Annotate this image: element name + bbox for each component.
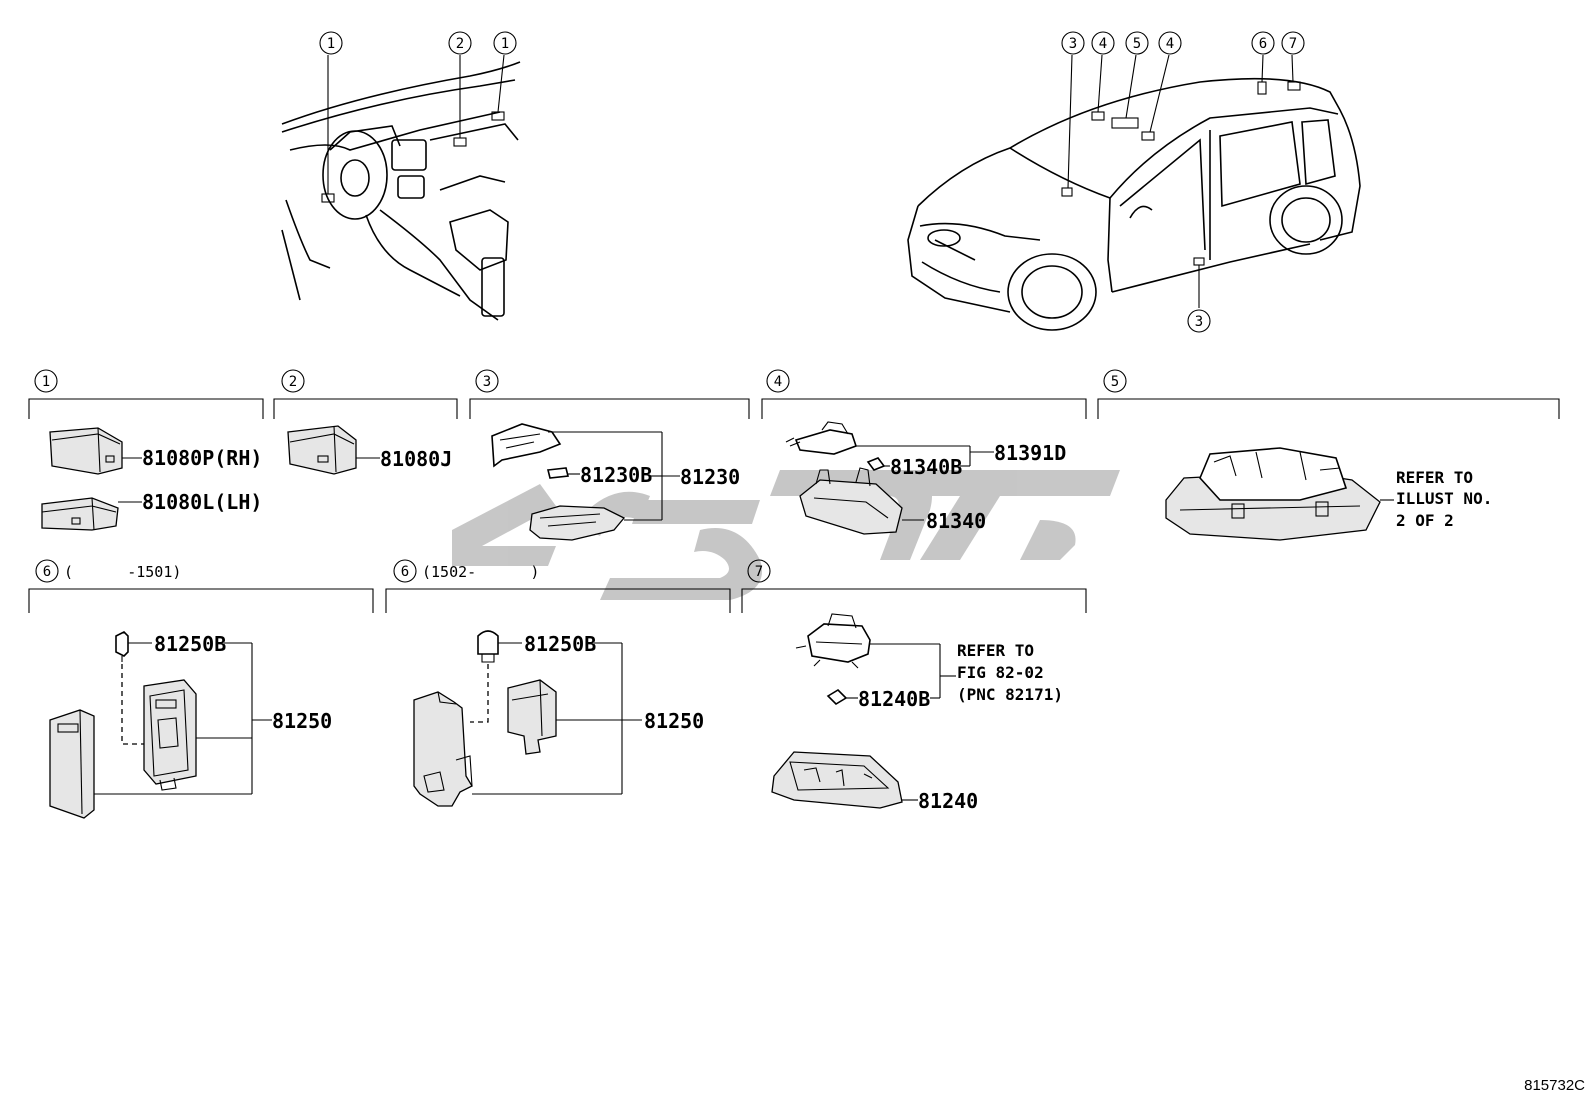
svg-text:3: 3 — [1195, 314, 1203, 330]
note-sec7-line1: REFER TO — [957, 641, 1034, 660]
section-header-5: 5 — [1103, 369, 1127, 393]
part-81391D: 81391D — [994, 441, 1066, 465]
section-header-2: 2 — [281, 369, 305, 393]
vehicle-overview-illustration — [907, 54, 1361, 331]
watermark-logo — [452, 470, 1120, 600]
part-81250B-a: 81250B — [154, 632, 226, 656]
svg-text:3: 3 — [483, 374, 491, 390]
svg-text:5: 5 — [1133, 36, 1141, 52]
section-header-6a: 6 ( -1501) — [35, 559, 181, 583]
note-sec7-line2: FIG 82-02 — [957, 663, 1044, 682]
svg-text:7: 7 — [1289, 36, 1297, 52]
section-5-parts: REFER TO ILLUST NO. 2 OF 2 — [1165, 447, 1492, 541]
svg-text:4: 4 — [1166, 36, 1174, 52]
note-sec5-line1: REFER TO — [1396, 468, 1473, 487]
section-6a-parts: 81250B 81250 — [49, 631, 332, 819]
svg-text:3: 3 — [1069, 36, 1077, 52]
section-3-parts: 81230B 81230 — [491, 423, 740, 541]
part-81250-b: 81250 — [644, 709, 704, 733]
part-81230B: 81230B — [580, 463, 652, 487]
svg-text:6: 6 — [43, 564, 51, 580]
part-81240B: 81240B — [858, 687, 930, 711]
svg-text:1: 1 — [327, 36, 335, 52]
note-sec7-line3: (PNC 82171) — [957, 685, 1063, 704]
svg-text:2: 2 — [289, 374, 297, 390]
svg-text:2: 2 — [456, 36, 464, 52]
svg-text:6: 6 — [401, 564, 409, 580]
section-header-6b: 6 (1502- ) — [393, 559, 539, 583]
part-81250B-b: 81250B — [524, 632, 596, 656]
svg-text:6: 6 — [1259, 36, 1267, 52]
vehicle-callouts: 3 4 5 4 6 7 3 — [1061, 31, 1305, 333]
section-brackets — [28, 398, 1560, 613]
svg-text:7: 7 — [755, 564, 763, 580]
dashboard-callouts: 1 2 1 — [319, 31, 517, 55]
section-1-parts: 81080P(RH) 81080L(LH) — [41, 427, 262, 531]
part-81250-a: 81250 — [272, 709, 332, 733]
part-81240: 81240 — [918, 789, 978, 813]
part-81080P: 81080P(RH) — [142, 446, 262, 470]
dashboard-overview-illustration — [281, 54, 521, 321]
svg-text:4: 4 — [774, 374, 782, 390]
section-7-parts: 81240B REFER TO FIG 82-02 (PNC 82171) 81… — [771, 613, 1063, 813]
section-header-4: 4 — [766, 369, 790, 393]
section-4-parts: 81340B 81391D 81340 — [785, 421, 1066, 535]
note-sec5-line2: ILLUST NO. — [1396, 489, 1492, 508]
section-range-6b: (1502- ) — [422, 563, 539, 581]
part-81340: 81340 — [926, 509, 986, 533]
section-header-3: 3 — [475, 369, 499, 393]
svg-text:4: 4 — [1099, 36, 1107, 52]
svg-text:5: 5 — [1111, 374, 1119, 390]
part-81080L: 81080L(LH) — [142, 490, 262, 514]
part-81230: 81230 — [680, 465, 740, 489]
part-81080J: 81080J — [380, 447, 452, 471]
figure-id: 815732C — [1524, 1077, 1585, 1094]
section-range-6a: ( -1501) — [64, 563, 181, 581]
part-81340B: 81340B — [890, 455, 962, 479]
note-sec5-line3: 2 OF 2 — [1396, 511, 1454, 530]
svg-text:1: 1 — [42, 374, 50, 390]
section-6b-parts: 81250B 81250 — [413, 630, 704, 807]
svg-text:1: 1 — [501, 36, 509, 52]
section-2-parts: 81080J — [287, 425, 452, 475]
section-headers: 1 2 3 4 5 6 ( -1501) 6 (1502- ) 7 — [34, 369, 1127, 583]
section-header-1: 1 — [34, 369, 58, 393]
section-header-7: 7 — [747, 559, 771, 583]
